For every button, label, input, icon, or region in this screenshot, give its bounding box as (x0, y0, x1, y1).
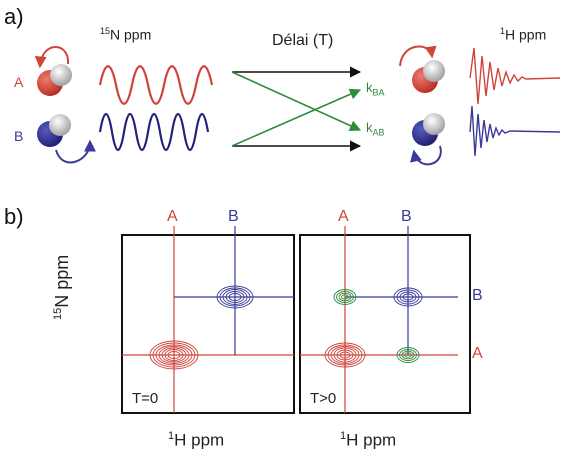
molecule-b-right (410, 113, 445, 166)
arrow-b-to-a (231, 88, 362, 147)
tpos-caption: T>0 (310, 390, 337, 407)
peak-b-t-positive (393, 287, 423, 307)
cross-peak-ab (333, 289, 357, 305)
arrow-a-to-b (231, 71, 362, 131)
tpos-row-b-label: B (472, 287, 483, 304)
top-h-axis-label: 1H ppm (500, 26, 547, 43)
molecule-b-left (37, 114, 96, 164)
state-b-label: B (14, 128, 24, 144)
tpos-row-a-label: A (472, 345, 483, 362)
t0-column-a-label: A (167, 208, 178, 225)
wave-a-left (98, 65, 214, 105)
wave-b-left (98, 112, 210, 152)
y-axis-label: 15N ppm (52, 254, 72, 320)
spectrum-box-t0 (121, 234, 295, 414)
state-a-label: A (14, 74, 24, 90)
peak-a-t-positive (324, 342, 366, 368)
rate-kba-label: kBA (366, 80, 385, 98)
molecule-a-right (399, 45, 445, 93)
tpos-column-a-label: A (338, 208, 349, 225)
delay-label: Délai (T) (272, 32, 334, 49)
peak-b-t0 (216, 285, 254, 309)
spectrum-box-t-positive (299, 234, 471, 414)
t0-caption: T=0 (132, 390, 159, 407)
x-axis-label-right: 1H ppm (340, 430, 397, 450)
panel-b-label: b) (4, 204, 24, 229)
molecule-a-left (34, 46, 72, 96)
peak-a-t0 (149, 340, 199, 370)
t0-column-b-label: B (228, 208, 239, 225)
cross-peak-ba (396, 347, 420, 363)
tpos-column-b-label: B (401, 208, 412, 225)
top-n-axis-label: 15N ppm (100, 26, 152, 43)
rate-kab-label: kAB (366, 120, 385, 138)
fid-b-right (469, 105, 561, 157)
x-axis-label-left: 1H ppm (168, 430, 225, 450)
panel-a-label: a) (4, 4, 24, 29)
fid-a-right (469, 47, 561, 105)
grid-lines-t0 (122, 226, 294, 413)
grid-lines-t-positive (300, 226, 458, 413)
